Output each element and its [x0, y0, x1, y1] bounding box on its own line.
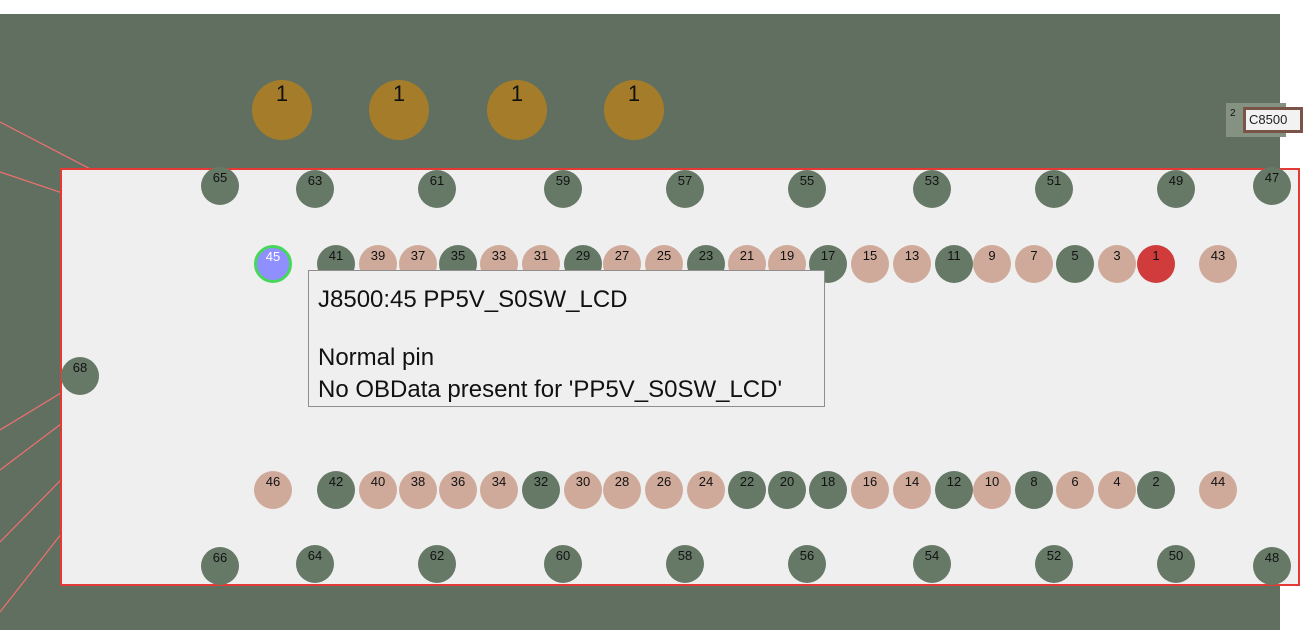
pin-pad-48[interactable]: 48 [1253, 547, 1291, 585]
pin-pad-3[interactable]: 3 [1098, 245, 1136, 283]
pin-pad-10[interactable]: 10 [973, 471, 1011, 509]
pin-pad-65[interactable]: 65 [201, 167, 239, 205]
pin-pad-60[interactable]: 60 [544, 545, 582, 583]
pin-pad-13[interactable]: 13 [893, 245, 931, 283]
pin-pad-40[interactable]: 40 [359, 471, 397, 509]
pin-pad-42[interactable]: 42 [317, 471, 355, 509]
pin-pad-12[interactable]: 12 [935, 471, 973, 509]
pin-pad-14[interactable]: 14 [893, 471, 931, 509]
pin-pad-4[interactable]: 4 [1098, 471, 1136, 509]
tooltip-title: J8500:45 PP5V_S0SW_LCD [318, 286, 628, 313]
pin-pad-64[interactable]: 64 [296, 545, 334, 583]
mounting-pad[interactable]: 1 [369, 80, 429, 140]
pin-pad-32[interactable]: 32 [522, 471, 560, 509]
mounting-pad[interactable]: 1 [487, 80, 547, 140]
pin-pad-45[interactable]: 45 [254, 245, 292, 283]
pin-pad-22[interactable]: 22 [728, 471, 766, 509]
component-reference-box: C8500 [1243, 107, 1303, 133]
pin-pad-59[interactable]: 59 [544, 170, 582, 208]
component-reference: C8500 [1246, 110, 1300, 130]
pin-pad-9[interactable]: 9 [973, 245, 1011, 283]
pin-pad-1[interactable]: 1 [1137, 245, 1175, 283]
pin-pad-58[interactable]: 58 [666, 545, 704, 583]
pin-pad-6[interactable]: 6 [1056, 471, 1094, 509]
pin-pad-68[interactable]: 68 [61, 357, 99, 395]
pin-pad-18[interactable]: 18 [809, 471, 847, 509]
pin-pad-36[interactable]: 36 [439, 471, 477, 509]
mounting-pad[interactable]: 1 [604, 80, 664, 140]
tooltip-pin-type: Normal pin [318, 344, 435, 371]
pin-pad-62[interactable]: 62 [418, 545, 456, 583]
pin-pad-26[interactable]: 26 [645, 471, 683, 509]
pin-pad-46[interactable]: 46 [254, 471, 292, 509]
pin-pad-5[interactable]: 5 [1056, 245, 1094, 283]
pin-pad-66[interactable]: 66 [201, 547, 239, 585]
pin-pad-24[interactable]: 24 [687, 471, 725, 509]
pin-pad-49[interactable]: 49 [1157, 170, 1195, 208]
pin-pad-53[interactable]: 53 [913, 170, 951, 208]
pin-pad-7[interactable]: 7 [1015, 245, 1053, 283]
nearby-component[interactable]: 2 C8500 [1226, 103, 1303, 137]
tooltip-obdata-status: No OBData present for 'PP5V_S0SW_LCD' [318, 376, 783, 403]
pin-pad-44[interactable]: 44 [1199, 471, 1237, 509]
pin-pad-57[interactable]: 57 [666, 170, 704, 208]
pin-pad-43[interactable]: 43 [1199, 245, 1237, 283]
pin-pad-8[interactable]: 8 [1015, 471, 1053, 509]
pin-pad-51[interactable]: 51 [1035, 170, 1073, 208]
pin-pad-2[interactable]: 2 [1137, 471, 1175, 509]
pin-pad-28[interactable]: 28 [603, 471, 641, 509]
pin-pad-15[interactable]: 15 [851, 245, 889, 283]
component-pin-number: 2 [1230, 108, 1236, 119]
mounting-pad[interactable]: 1 [252, 80, 312, 140]
pin-pad-56[interactable]: 56 [788, 545, 826, 583]
pin-pad-61[interactable]: 61 [418, 170, 456, 208]
pin-pad-16[interactable]: 16 [851, 471, 889, 509]
pin-pad-63[interactable]: 63 [296, 170, 334, 208]
pin-pad-20[interactable]: 20 [768, 471, 806, 509]
pin-pad-47[interactable]: 47 [1253, 167, 1291, 205]
pin-pad-55[interactable]: 55 [788, 170, 826, 208]
pin-pad-38[interactable]: 38 [399, 471, 437, 509]
pin-pad-34[interactable]: 34 [480, 471, 518, 509]
pin-pad-30[interactable]: 30 [564, 471, 602, 509]
pin-pad-54[interactable]: 54 [913, 545, 951, 583]
pin-pad-52[interactable]: 52 [1035, 545, 1073, 583]
pin-pad-11[interactable]: 11 [935, 245, 973, 283]
pin-pad-50[interactable]: 50 [1157, 545, 1195, 583]
pin-tooltip: J8500:45 PP5V_S0SW_LCD Normal pin No OBD… [308, 270, 825, 407]
